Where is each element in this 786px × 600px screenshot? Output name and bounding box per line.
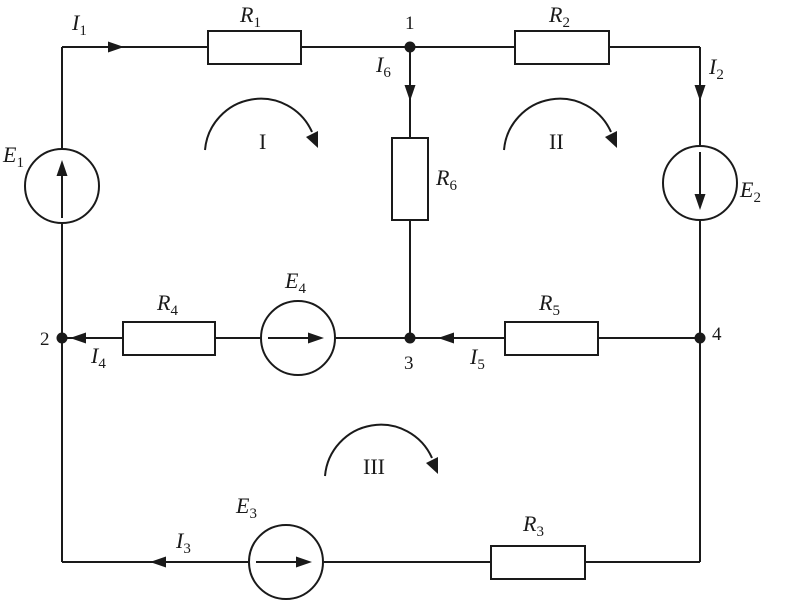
node-label-1: 1 (405, 13, 415, 34)
node-label-4: 4 (712, 324, 722, 345)
loop-label-1: I (259, 129, 266, 154)
loop-arc-2 (503, 97, 617, 151)
node-3-dot (404, 332, 416, 344)
label-i1: I1 (71, 10, 87, 39)
current-arrow-i3 (150, 556, 166, 568)
node-label-3: 3 (404, 353, 414, 374)
label-i4: I4 (90, 343, 106, 372)
label-e3: E3 (235, 493, 257, 522)
node-2-dot (56, 332, 68, 344)
loop-label-3: III (363, 454, 385, 479)
resistor-r4 (122, 321, 216, 356)
source-e1 (24, 148, 100, 224)
label-r3: R3 (522, 511, 544, 540)
resistor-r1 (207, 30, 302, 65)
resistor-r2 (514, 30, 610, 65)
label-i5: I5 (469, 344, 485, 373)
resistor-r3 (490, 545, 586, 580)
loop-label-2: II (549, 129, 564, 154)
label-r4: R4 (156, 290, 178, 319)
label-e2: E2 (739, 177, 761, 206)
label-e1: E1 (2, 142, 24, 171)
label-r5: R5 (538, 290, 560, 319)
resistor-r6 (391, 137, 429, 221)
label-r1: R1 (239, 2, 261, 31)
current-arrow-i1 (108, 41, 124, 53)
label-i6: I6 (375, 52, 391, 81)
current-arrow-i4 (70, 332, 86, 344)
source-e4 (260, 300, 336, 376)
label-i3: I3 (175, 528, 191, 557)
node-4-dot (694, 332, 706, 344)
label-e4: E4 (284, 268, 306, 297)
label-r6: R6 (435, 165, 457, 194)
source-e2 (662, 145, 738, 221)
current-arrow-i5 (438, 332, 454, 344)
node-label-2: 2 (40, 329, 50, 350)
resistor-r5 (504, 321, 599, 356)
label-i2: I2 (708, 54, 724, 83)
current-arrow-i2 (694, 85, 706, 101)
label-r2: R2 (548, 2, 570, 31)
source-e3 (248, 524, 324, 600)
loop-arc-1 (204, 97, 318, 151)
node-1-dot (404, 41, 416, 53)
loop-arc-3 (324, 423, 438, 477)
current-arrow-i6 (404, 85, 416, 101)
